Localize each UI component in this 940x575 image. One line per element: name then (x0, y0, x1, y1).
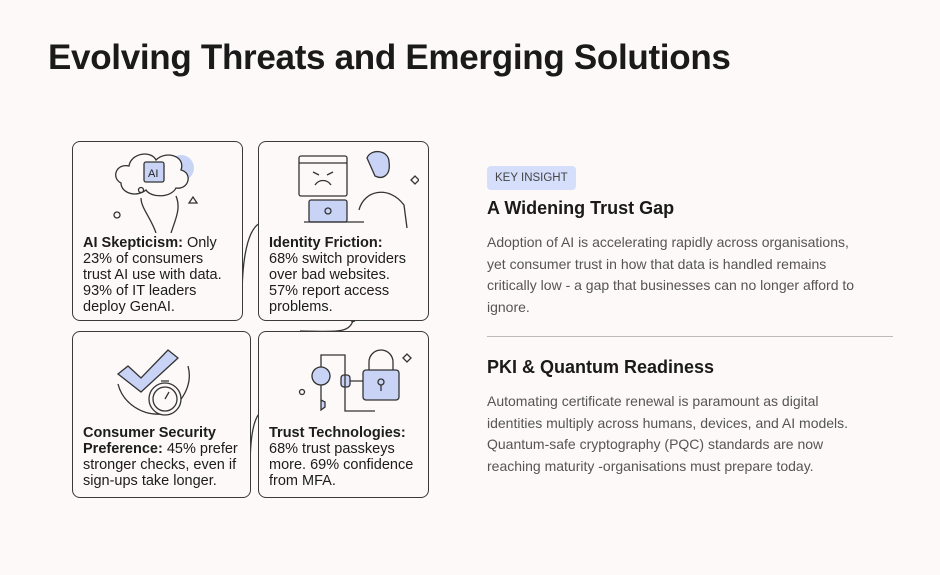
pki-body: Automating certificate renewal is paramo… (487, 393, 849, 474)
card-text: Identity Friction: 68% switch providers … (269, 235, 406, 315)
card-identity-friction: Identity Friction: 68% switch providers … (258, 141, 429, 321)
card-ai-skepticism: AI AI Skepticism: Only 23% of consumers … (72, 141, 243, 321)
card-trust-technologies: Trust Technologies: 68% trust passkeys m… (258, 331, 429, 498)
insight-body: Adoption of AI is accelerating rapidly a… (487, 234, 855, 315)
card-text: Consumer Security Preference: 45% prefer… (83, 425, 238, 489)
checkmark-hand-stopwatch-icon (116, 349, 190, 416)
divider (487, 336, 893, 337)
key-insight-badge: KEY INSIGHT (487, 166, 576, 190)
card-text: AI Skepticism: Only 23% of consumers tru… (83, 235, 222, 315)
key-lock-icon (298, 349, 412, 412)
card-consumer-security-preference: Consumer Security Preference: 45% prefer… (72, 331, 251, 498)
frustrated-user-laptop-icon (298, 151, 419, 229)
svg-text:AI: AI (148, 168, 158, 180)
ai-head-cloud-icon: AI (113, 153, 199, 233)
card-text: Trust Technologies: 68% trust passkeys m… (269, 425, 414, 489)
insight-heading: A Widening Trust Gap (487, 198, 675, 218)
pki-heading: PKI & Quantum Readiness (487, 357, 715, 377)
page-title: Evolving Threats and Emerging Solutions (48, 38, 731, 77)
